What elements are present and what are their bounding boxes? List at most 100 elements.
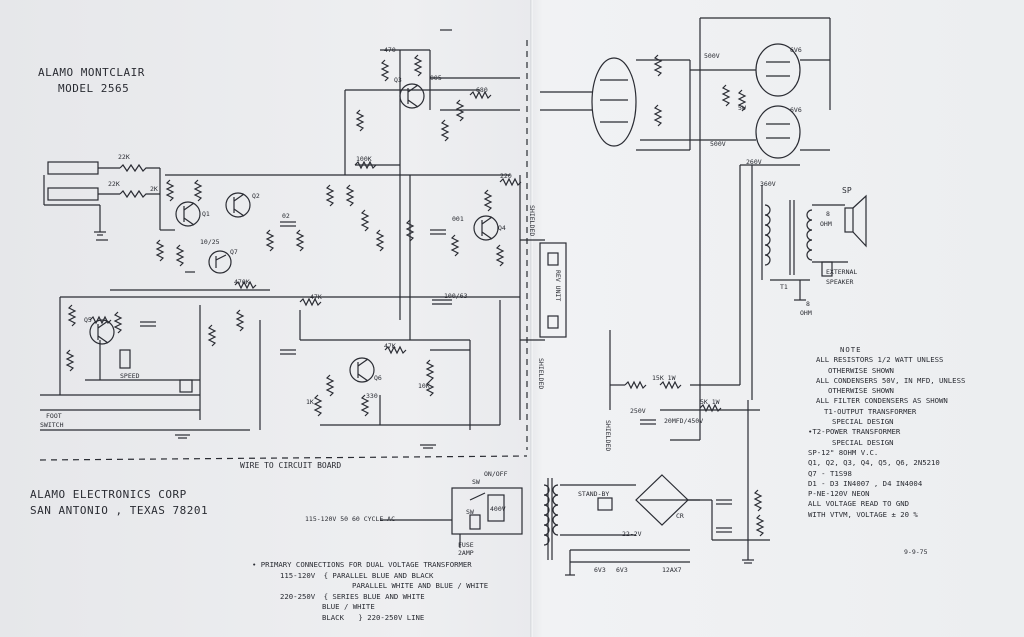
r470-label: 470 [384, 46, 396, 54]
resistors [65, 54, 765, 537]
wire-to-board-label: WIRE TO CIRCUIT BOARD [240, 461, 342, 470]
power-supply [380, 165, 770, 576]
note-line: OTHERWISE SHOWN [828, 386, 894, 396]
r680-label: 680 [476, 86, 488, 94]
t1-label: T1 [780, 283, 788, 291]
tube-6v6-b-label: 6V6 [790, 106, 802, 114]
lower-left-wiring [40, 175, 521, 449]
schematic-model: MODEL 2565 [58, 82, 130, 95]
reverb-unit-label: REV UNIT [554, 270, 562, 302]
r47k-b: 47K [384, 342, 396, 350]
note-line: P-NE-120V NEON [808, 489, 870, 499]
r10k-label: 10K [418, 382, 430, 390]
note-line: ALL CONDENSERS 50V, IN MFD, UNLESS [816, 375, 966, 385]
preamp-tube [540, 57, 690, 151]
c10-25-label: 10/25 [200, 238, 220, 246]
ac-input-label: 115-120V 50 60 CYCLE AC [305, 515, 396, 523]
note-line: T1-OUTPUT TRANSFORMER [824, 406, 917, 416]
heater-6v3-b: 6V3 [616, 566, 628, 574]
q2-label: Q2 [252, 192, 260, 200]
r22k-b: 22K [108, 180, 120, 188]
note-title: NOTE [840, 345, 862, 354]
r15k-label: 15K 1W [652, 374, 676, 382]
r470k-label: 470K [234, 278, 250, 286]
c02-label: 02 [282, 212, 290, 220]
r1k-label: 1K [306, 398, 314, 406]
input-jacks [43, 161, 160, 230]
c005-label: 005 [430, 74, 442, 82]
voltage-500v-b: 500V [710, 140, 726, 148]
note-line: ALL VOLTAGE READ TO GND [808, 499, 910, 509]
c100-63-label: 100/63 [444, 292, 468, 300]
note-line: D1 - D3 IN4007 , D4 IN4004 [808, 478, 923, 488]
primary-220-a: SERIES BLUE AND WHITE [332, 591, 425, 601]
q3-label: Q3 [394, 76, 402, 84]
shielded-label-1: SHIELDED [528, 205, 536, 237]
shielded-label-2: SHIELDED [537, 358, 545, 390]
r250v-label: 250V [630, 407, 646, 415]
q7-label: Q7 [230, 248, 238, 256]
reverb-unit [520, 239, 567, 341]
primary-connections: • PRIMARY CONNECTIONS FOR DUAL VOLTAGE T… [252, 560, 489, 622]
r5w-label: 5W [738, 104, 746, 112]
note-line: SP-12" 8OHM V.C. [808, 447, 879, 457]
note-line: Q1, Q2, Q3, Q4, Q5, Q6, 2N5210 [808, 458, 940, 468]
heater-6v3-a: 6V3 [594, 566, 606, 574]
fuse-label-a: FUSE [458, 541, 474, 549]
q4-label: Q4 [498, 224, 506, 232]
output-transformer [761, 185, 867, 301]
switch-label-1: SW [472, 478, 480, 486]
note-line: SPECIAL DESIGN [832, 437, 894, 447]
primary-110-a: PARALLEL BLUE AND BLACK [332, 570, 434, 580]
v22-label: 22-2V [622, 530, 642, 538]
note-line: Q7 - T1S98 [808, 468, 852, 478]
note-block: NOTE ALL RESISTORS 1/2 WATT UNLESS OTHER… [808, 345, 1018, 520]
r100k-label: 100K [356, 155, 372, 163]
manufacturer-name: ALAMO ELECTRONICS CORP [30, 488, 187, 501]
fuse-label-b: 2AMP [458, 549, 474, 557]
schematic-title: ALAMO MONTCLAIR [38, 66, 145, 79]
primary-220-line: 220-250V LINE [367, 612, 425, 622]
power-tubes [689, 17, 831, 500]
note-date: 9-9-75 [904, 548, 928, 556]
r330-label: 330 [366, 392, 378, 400]
primary-110-b: PARALLEL WHITE AND BLUE / WHITE [352, 581, 489, 590]
foot-switch-label-b: SWITCH [40, 421, 64, 429]
cr-label: CR [676, 512, 684, 520]
transistors [89, 83, 499, 383]
voltage-500v-a: 500V [704, 52, 720, 60]
note-line: WITH VTVM, VOLTAGE ± 20 % [808, 509, 918, 519]
rect-tube-label: 12AX7 [662, 566, 682, 574]
manufacturer-address: SAN ANTONIO , TEXAS 78201 [30, 504, 209, 517]
r400v-label: 400V [490, 505, 506, 513]
r2k-label: 2K [150, 185, 158, 193]
paper-fold [530, 0, 533, 637]
standby-label: STAND-BY [578, 490, 610, 498]
primary-220-c: BLACK [322, 612, 344, 622]
note-line: •T2-POWER TRANSFORMER [808, 427, 901, 437]
primary-110-label: 115-120V [280, 570, 316, 580]
speaker-ohm-b: OHM [820, 220, 832, 228]
capacitors [140, 29, 732, 533]
on-off-label: ON/OFF [484, 470, 508, 478]
shielded-label-3: SHIELDED [604, 420, 612, 452]
switch-label-2: SW [466, 508, 474, 516]
r220-label: 220 [500, 172, 512, 180]
primary-220-label: 220-250V [280, 591, 316, 601]
ohm8-label-b: OHM [800, 309, 812, 317]
tube-6v6-a-label: 6V6 [790, 46, 802, 54]
speaker-label: SP [842, 186, 852, 195]
primary-220-b: BLUE / WHITE [322, 602, 375, 611]
q5-label: Q5 [84, 316, 92, 324]
note-line: OTHERWISE SHOWN [828, 365, 894, 375]
r22k-a: 22K [118, 153, 130, 161]
r47k-a: 47K [310, 293, 322, 301]
external-speaker-b: SPEAKER [826, 278, 854, 286]
q1-label: Q1 [202, 210, 210, 218]
note-line: SPECIAL DESIGN [832, 417, 894, 427]
voltage-260v: 260V [746, 158, 762, 166]
speed-label: SPEED [120, 372, 140, 380]
speaker-ohm-a: 8 [826, 210, 830, 218]
